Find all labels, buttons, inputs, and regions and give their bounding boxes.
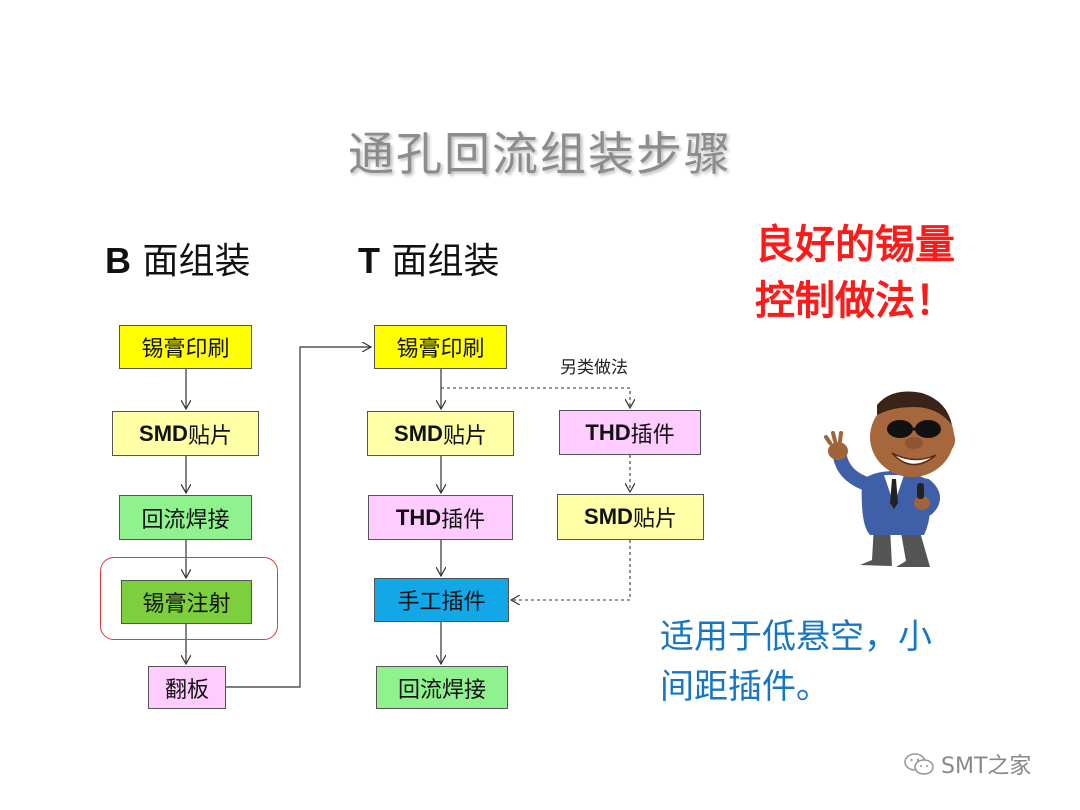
watermark-text: SMT之家 — [941, 754, 1032, 779]
b-step-paste-injection: 锡膏注射 — [121, 580, 252, 624]
b-step-flip-board: 翻板 — [148, 666, 226, 709]
wechat-icon — [904, 753, 934, 775]
blue-note-line-1: 适用于低悬空，小 — [660, 617, 932, 657]
red-callout: 良好的锡量 控制做法！ — [755, 217, 955, 329]
b-step-reflow: 回流焊接 — [119, 495, 252, 540]
blue-note-line-2: 间距插件。 — [660, 667, 830, 707]
t-step-reflow: 回流焊接 — [376, 666, 508, 709]
t-step-thd-insertion: THD 插件 — [368, 495, 513, 540]
page-title: 通孔回流组装步骤 — [348, 127, 732, 181]
alt-step-thd-insertion: THD 插件 — [559, 410, 701, 455]
watermark: SMT之家 — [903, 748, 1031, 780]
red-callout-line-1: 良好的锡量 — [755, 222, 955, 268]
solder-injection-highlight — [100, 557, 278, 640]
t-side-heading: T 面组装 — [358, 240, 500, 282]
t-step-manual-insertion: 手工插件 — [374, 578, 509, 622]
alternative-method-label: 另类做法 — [560, 358, 628, 378]
b-side-heading: B 面组装 — [105, 240, 251, 282]
b-step-paste-printing: 锡膏印刷 — [119, 325, 252, 369]
b-step-smd-placement: SMD 贴片 — [112, 411, 259, 456]
blue-note: 适用于低悬空，小 间距插件。 — [660, 612, 932, 712]
t-step-smd-placement: SMD 贴片 — [367, 411, 514, 456]
alt-step-smd-placement: SMD 贴片 — [557, 494, 704, 540]
presenter-cartoon-icon — [824, 391, 955, 567]
red-callout-line-2: 控制做法！ — [755, 278, 955, 324]
t-step-paste-printing: 锡膏印刷 — [374, 325, 507, 369]
